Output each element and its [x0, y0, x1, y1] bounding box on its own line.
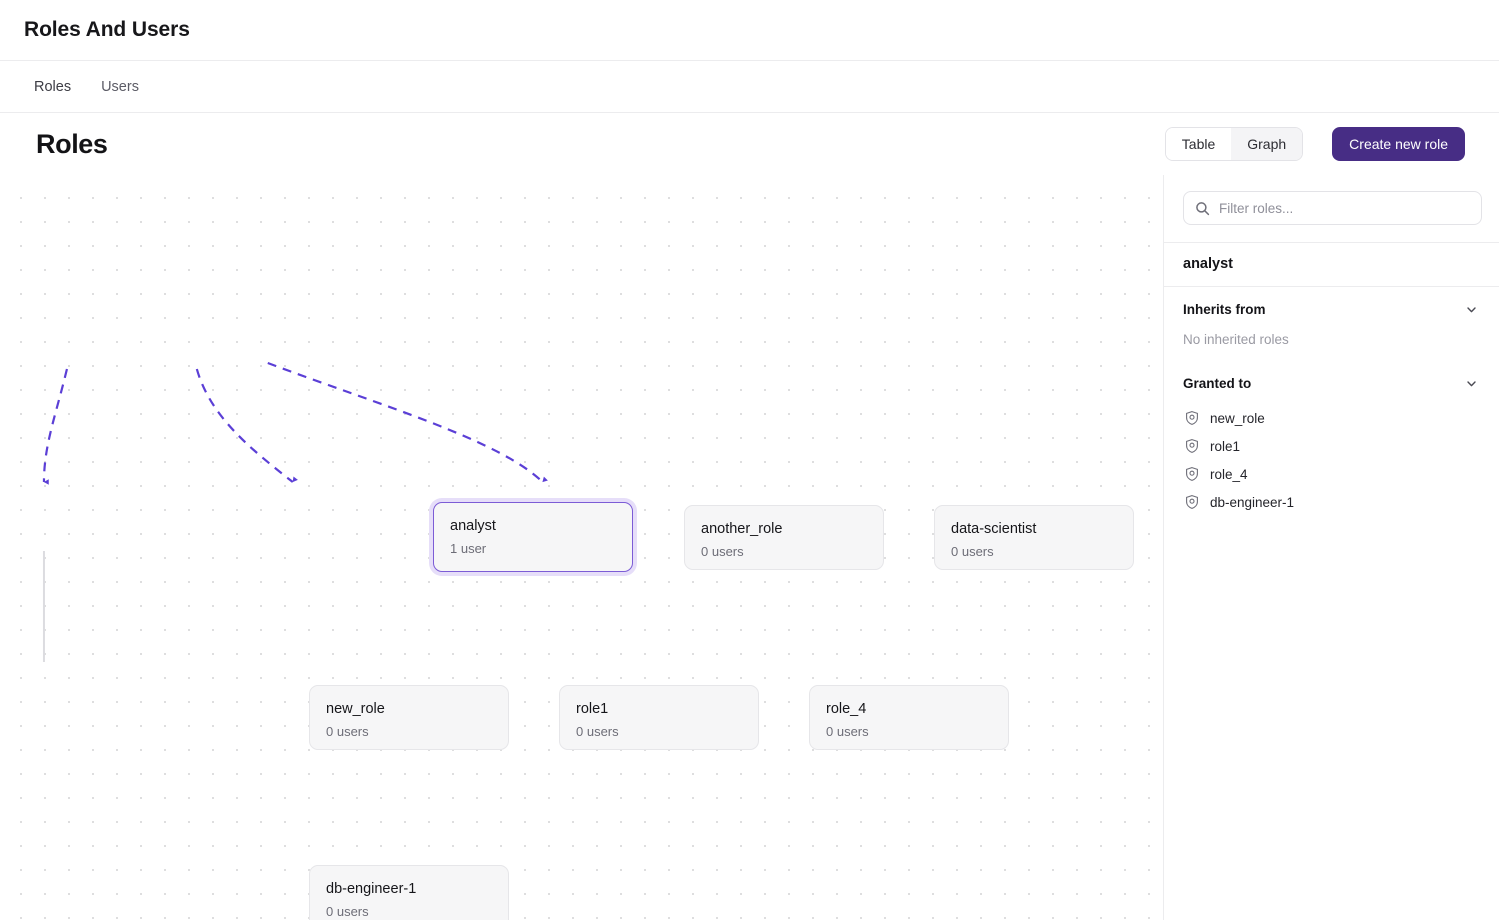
node-label: new_role — [326, 701, 385, 717]
section-inherits-from-header[interactable]: Inherits from — [1164, 287, 1499, 330]
divider — [1164, 242, 1499, 243]
graph-node-data-scientist[interactable]: data-scientist 0 users — [934, 505, 1134, 570]
graph-node-analyst[interactable]: analyst 1 user — [433, 502, 633, 572]
role-shield-icon — [1186, 467, 1198, 481]
view-toggle-graph[interactable]: Graph — [1231, 128, 1303, 160]
edge-analyst-role_4 — [267, 361, 548, 483]
create-new-role-button[interactable]: Create new role — [1332, 127, 1465, 161]
granted-to-item-role1[interactable]: role1 — [1164, 432, 1499, 460]
graph-node-new_role[interactable]: new_role 0 users — [309, 685, 509, 750]
node-label: db-engineer-1 — [326, 881, 417, 897]
graph-node-role1[interactable]: role1 0 users — [559, 685, 759, 750]
role-shield-icon — [1186, 411, 1198, 425]
page-toolbar: Roles Table Graph Create new role — [0, 113, 1499, 175]
search-icon — [1196, 201, 1210, 215]
divider — [1164, 286, 1499, 287]
role-label: new_role — [1210, 410, 1265, 426]
granted-to-item-role_4[interactable]: role_4 — [1164, 460, 1499, 488]
node-user-count: 0 users — [951, 544, 994, 560]
graph-canvas[interactable]: analyst 1 user another_role 0 users data… — [0, 175, 1164, 920]
node-user-count: 0 users — [576, 724, 619, 740]
node-user-count: 0 users — [326, 904, 369, 920]
tab-roles[interactable]: Roles — [24, 73, 81, 101]
page-body: analyst 1 user another_role 0 users data… — [0, 175, 1499, 920]
app-title: Roles And Users — [24, 18, 190, 41]
node-user-count: 1 user — [450, 541, 487, 557]
node-label: role_4 — [826, 701, 867, 717]
tab-users[interactable]: Users — [91, 73, 149, 101]
node-user-count: 0 users — [701, 544, 744, 560]
filter-roles-wrap — [1164, 175, 1499, 242]
filter-roles-box[interactable] — [1183, 191, 1482, 225]
page-title: Roles — [36, 128, 108, 159]
view-toggle-table[interactable]: Table — [1165, 128, 1232, 160]
graph-node-role_4[interactable]: role_4 0 users — [809, 685, 1009, 750]
edge-analyst-new_role — [42, 368, 69, 485]
node-user-count: 0 users — [826, 724, 869, 740]
node-label: data-scientist — [951, 521, 1037, 537]
filter-roles-input[interactable] — [1219, 200, 1470, 216]
role-shield-icon — [1186, 495, 1198, 509]
app-header: Roles And Users — [0, 0, 1499, 61]
toolbar-actions: Table Graph Create new role — [1164, 127, 1465, 161]
view-toggle: Table Graph — [1164, 127, 1304, 161]
node-label: role1 — [576, 701, 609, 717]
section-title: Inherits from — [1183, 302, 1266, 317]
selected-role-name: analyst — [1183, 256, 1233, 272]
role-label: role_4 — [1210, 466, 1248, 482]
node-label: another_role — [701, 521, 783, 537]
role-label: role1 — [1210, 438, 1241, 454]
graph-node-another_role[interactable]: another_role 0 users — [684, 505, 884, 570]
main-tabs: Roles Users — [0, 61, 1499, 113]
granted-to-item-db-engineer-1[interactable]: db-engineer-1 — [1164, 488, 1499, 516]
no-inherited-roles-text: No inherited roles — [1183, 332, 1289, 347]
chevron-down-icon — [1467, 381, 1476, 387]
role-label: db-engineer-1 — [1210, 494, 1295, 510]
granted-to-item-new_role[interactable]: new_role — [1164, 404, 1499, 432]
graph-node-db-engineer-1[interactable]: db-engineer-1 0 users — [309, 865, 509, 920]
role-details-panel: analyst Inherits from No inherited roles… — [1164, 175, 1499, 920]
node-label: analyst — [450, 518, 496, 534]
edge-analyst-role1 — [195, 368, 298, 483]
role-shield-icon — [1186, 439, 1198, 453]
node-user-count: 0 users — [326, 724, 369, 740]
section-granted-to-header[interactable]: Granted to — [1164, 361, 1499, 404]
section-title: Granted to — [1183, 376, 1252, 391]
chevron-down-icon — [1467, 307, 1476, 313]
